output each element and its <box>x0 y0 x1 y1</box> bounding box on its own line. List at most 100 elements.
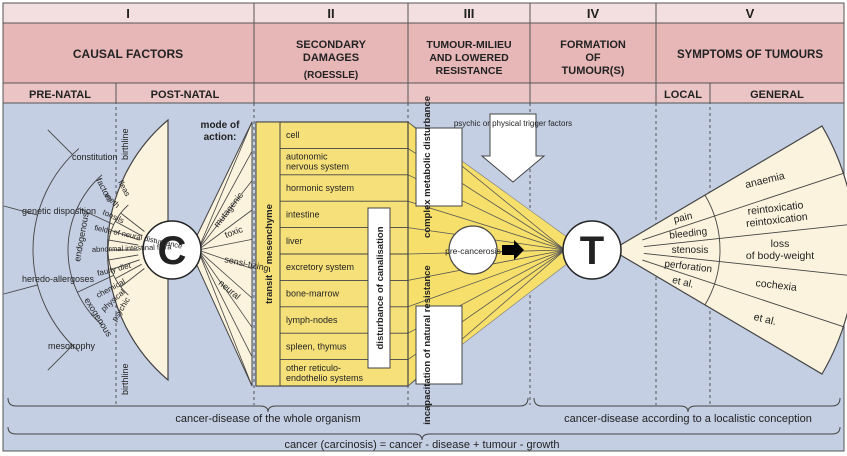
roman-4: IV <box>587 6 600 21</box>
mode-ray <box>197 249 253 387</box>
incapacitation-box <box>415 305 463 385</box>
mode-ray <box>197 180 253 251</box>
general-symptom-label: loss <box>771 238 790 250</box>
right-fan <box>610 125 847 375</box>
trigger-arrow <box>480 113 546 183</box>
localistic-label: cancer-disease according to a localistic… <box>564 413 812 425</box>
birthline-bottom: birthline <box>120 363 130 395</box>
convergence-ray <box>407 249 566 308</box>
general-label: GENERAL <box>750 89 804 101</box>
transit-mesenchyme-label: transit – mesenchyme <box>264 204 275 304</box>
mode-ray <box>197 249 253 357</box>
canalisation-label: disturbance of canalisation <box>375 226 386 349</box>
left-fan-ray <box>120 268 145 288</box>
left-fan-sector-line <box>47 345 73 371</box>
organ-label: endothelio systems <box>286 373 364 383</box>
title-band <box>2 22 845 84</box>
organ-label: intestine <box>286 209 320 219</box>
complex-metabolic-line: complex metabolic disturbance <box>422 96 433 238</box>
local-symptom-label: pain <box>673 211 694 226</box>
circle-c-label: C <box>158 229 187 273</box>
local-symptom-label: stenosis <box>672 245 709 256</box>
left-fan-ray <box>77 207 114 226</box>
circle-c <box>142 220 202 280</box>
left-fan-sector-line <box>3 284 38 295</box>
roman-5: V <box>746 6 755 21</box>
left-fan-ray <box>115 263 142 280</box>
whole-organism-label: cancer-disease of the whole organism <box>175 413 360 425</box>
mode-ray <box>197 249 253 299</box>
left-fan-arc <box>107 204 129 296</box>
constitution-label: constitution <box>72 152 118 162</box>
mode-fan <box>189 121 253 387</box>
pre-natal-label: PRE-NATAL <box>29 89 91 101</box>
left-fan-ray <box>115 220 142 237</box>
left-fan-ray <box>108 239 139 246</box>
secondary-title-3: (ROESSLE) <box>304 70 358 81</box>
organ-label: other reticulo- <box>286 363 341 373</box>
mode-title-2: action: <box>204 132 237 143</box>
roman-1: I <box>126 6 130 21</box>
complex-metabolic-box <box>415 127 463 207</box>
precancerosis-circle <box>448 225 498 275</box>
secondary-title-2: DAMAGES <box>303 52 359 64</box>
milieu-title-1: TUMOUR-MILIEU <box>426 39 511 51</box>
organ-label: lymph-nodes <box>286 315 338 325</box>
formula-brace <box>7 426 841 441</box>
whole-organism-brace <box>7 397 529 413</box>
organ-label: liver <box>286 236 303 246</box>
mode-ray <box>197 209 253 251</box>
formation-title-1: FORMATION <box>560 39 626 51</box>
formula-label: cancer (carcinosis) = cancer - disease +… <box>284 439 559 451</box>
mode-rays <box>197 121 253 387</box>
left-fan-ray <box>77 274 114 293</box>
left-fan-ray <box>108 254 139 261</box>
heredo-allergoses-label: heredo-allergoses <box>22 274 95 284</box>
trigger-label: psychic or physical trigger factors <box>454 119 572 128</box>
symptoms-title: SYMPTOMS OF TUMOURS <box>677 49 823 61</box>
mode-title-1: mode of <box>201 120 241 131</box>
left-fan-ray <box>111 230 140 241</box>
canalisation-box <box>367 207 391 369</box>
organ-label: nervous system <box>286 162 349 172</box>
circle-t-label: T <box>580 229 604 273</box>
organ-label: hormonic system <box>286 183 354 193</box>
roman-2: II <box>327 6 334 21</box>
column-dividers <box>253 3 657 103</box>
birthline-top: birthline <box>120 128 130 160</box>
formation-title-3: TUMOUR(S) <box>562 65 625 77</box>
convergence-ray <box>407 200 566 251</box>
roman-3: III <box>464 6 475 21</box>
left-fan-ray <box>111 259 140 270</box>
organ-label: bone-marrow <box>286 289 340 299</box>
left-fan-arc <box>67 174 103 326</box>
mode-ray <box>197 249 253 328</box>
right-fan-ray <box>643 252 847 276</box>
secondary-title-1: SECONDARY <box>296 39 367 51</box>
formation-title-2: OF <box>585 52 601 64</box>
right-fan-ray <box>643 224 847 248</box>
genetic-disposition-label: genetic disposition <box>22 206 96 216</box>
milieu-title-2: AND LOWERED <box>429 52 509 64</box>
left-fan-sector-line <box>3 205 38 216</box>
organ-label: autonomic <box>286 152 328 162</box>
organ-label: excretory system <box>286 262 354 272</box>
local-label: LOCAL <box>664 89 702 101</box>
local-symptom-label: bleeding <box>669 226 708 241</box>
transit-strip <box>255 121 281 387</box>
left-fan-arc <box>32 148 80 352</box>
localistic-brace <box>533 397 841 413</box>
right-fan-arc <box>704 194 721 306</box>
mode-ray <box>197 151 253 251</box>
organ-label: cell <box>286 130 300 140</box>
general-symptom-label: of body-weight <box>746 250 814 262</box>
circle-t <box>562 220 622 280</box>
local-symptom-label: et al. <box>671 275 695 291</box>
general-symptom-label: cochexia <box>755 277 798 294</box>
right-fan-ray <box>642 259 845 328</box>
incapacitation-line: incapacitation of natural resistance <box>422 265 433 424</box>
right-fan-divisions <box>642 172 847 328</box>
